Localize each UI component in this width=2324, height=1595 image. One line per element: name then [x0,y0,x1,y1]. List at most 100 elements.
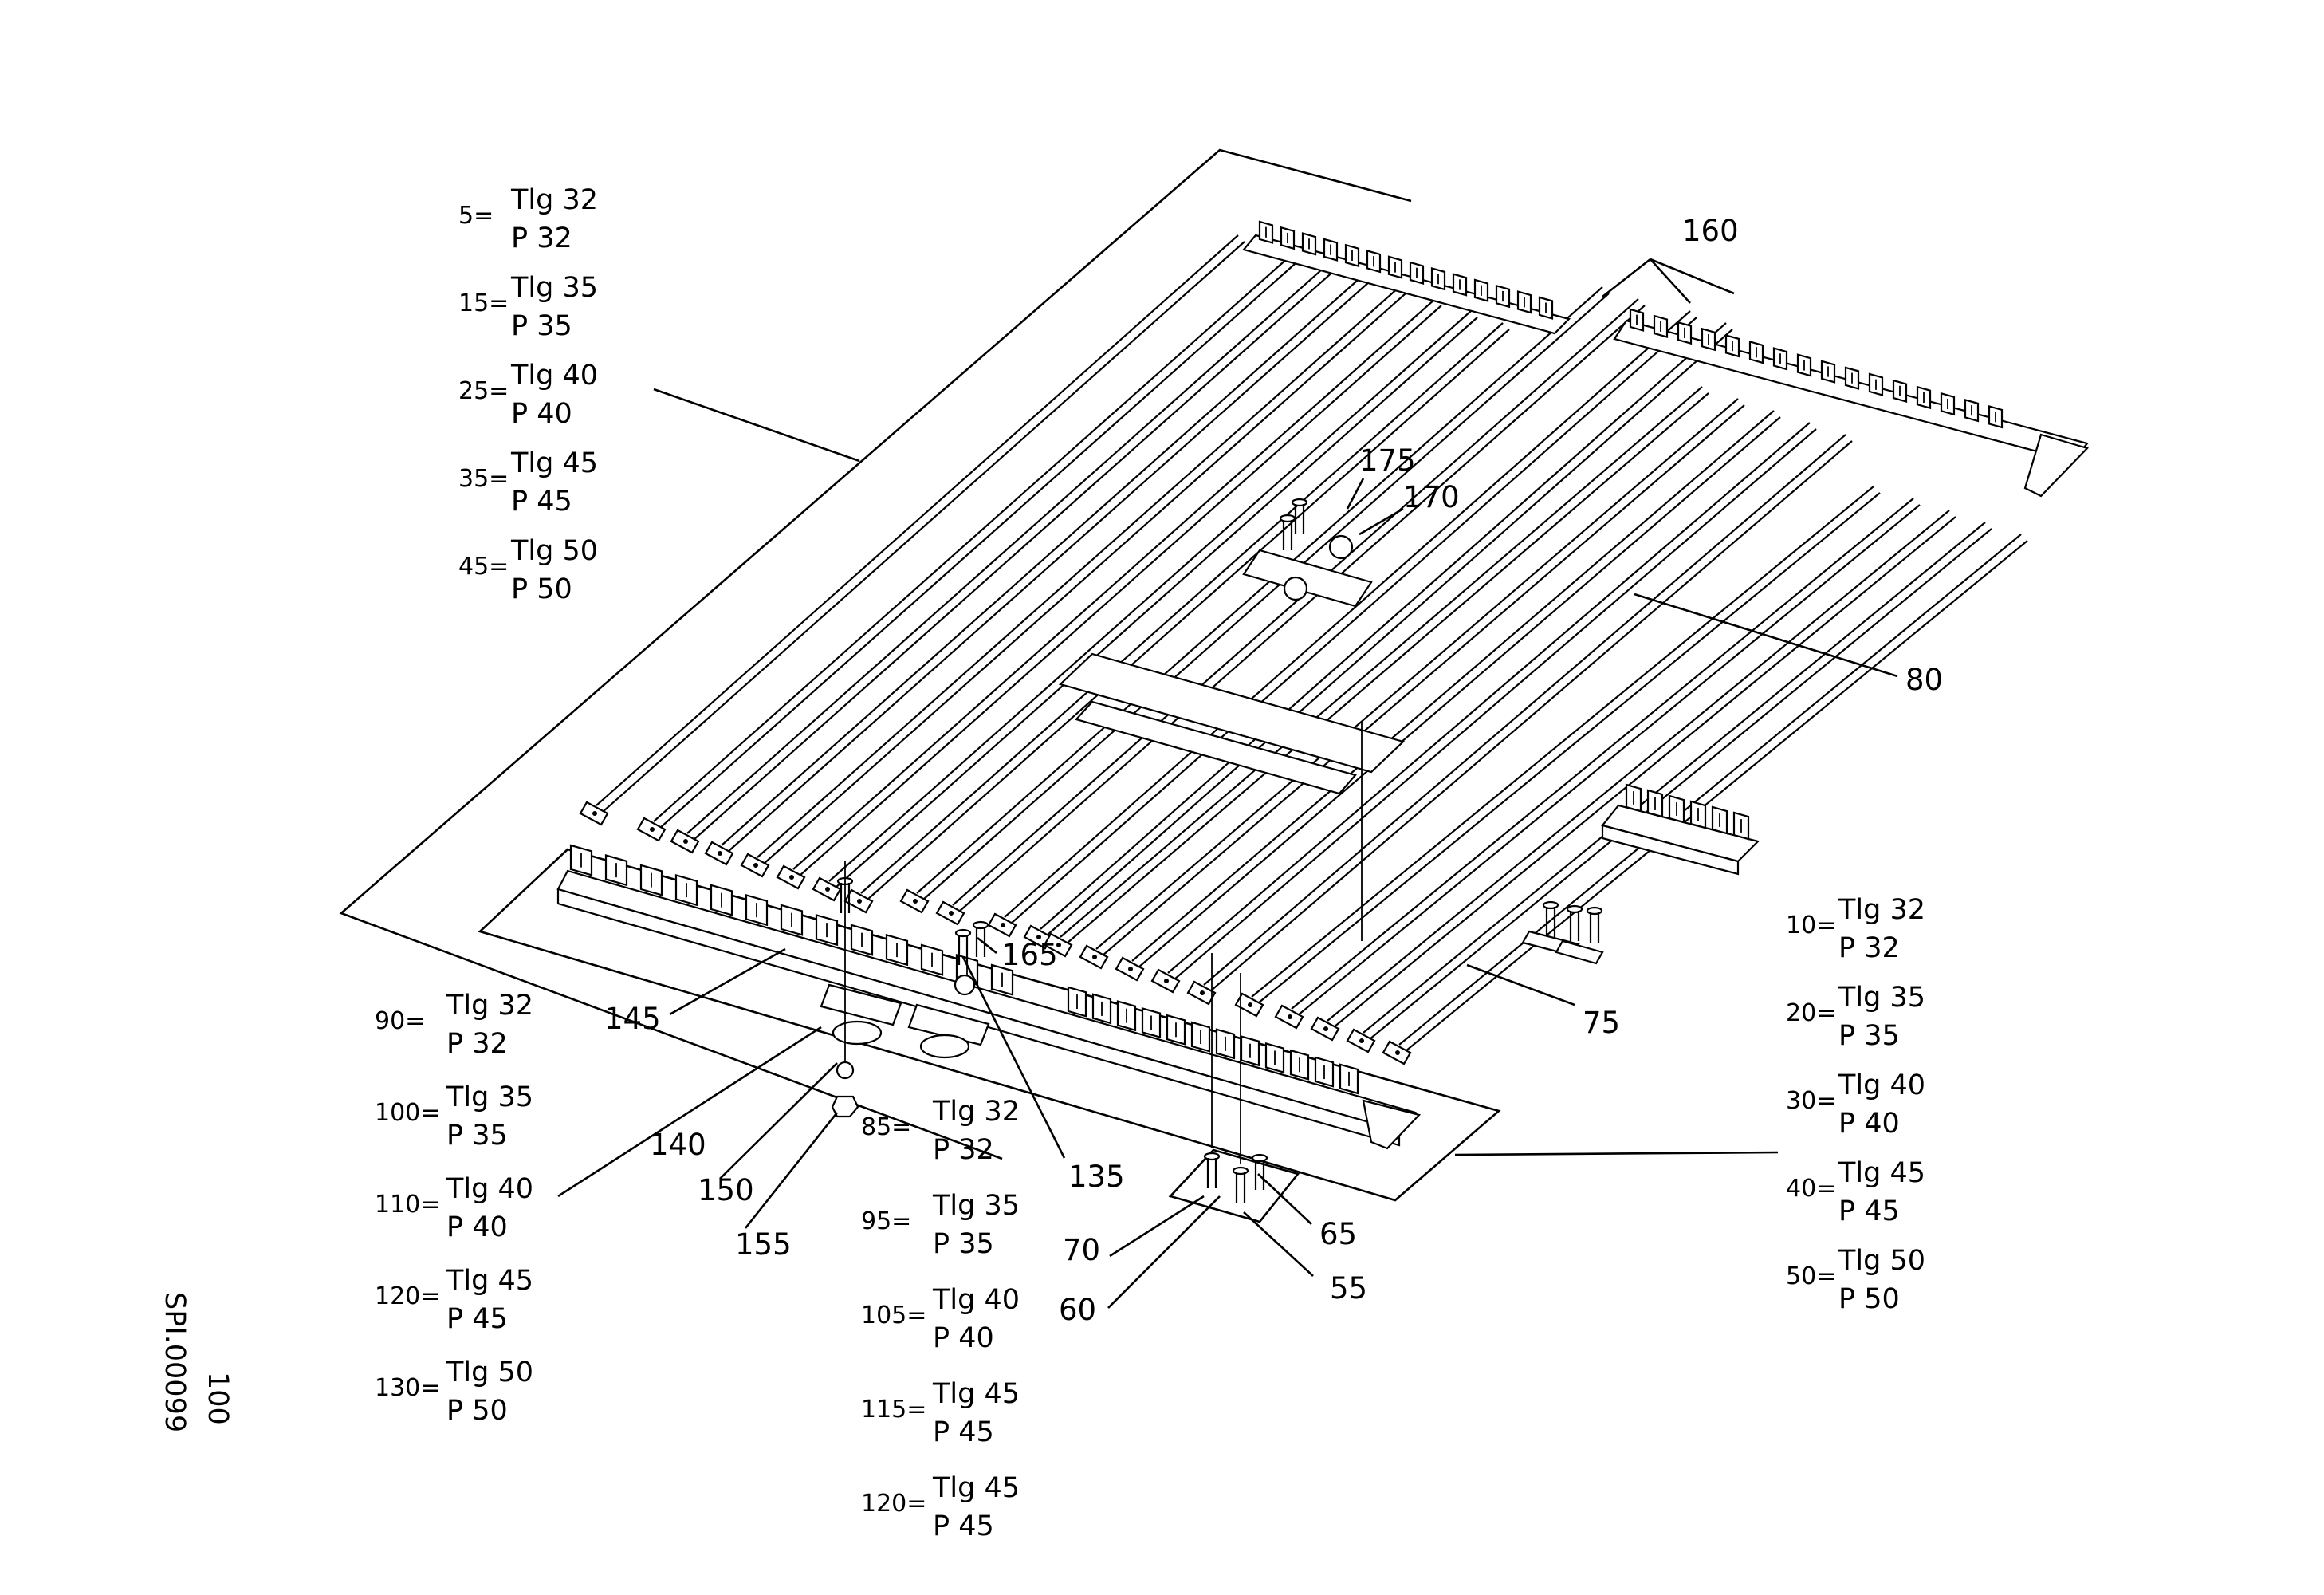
rod [1150,422,1817,994]
variant-tlg: Tlg 40 [446,1173,533,1205]
variant-p: P 45 [1838,1195,1900,1227]
rod [776,298,1442,890]
variant-tlg: Tlg 50 [510,535,598,567]
rod [579,234,1245,826]
variant-position: 5= [458,202,494,230]
variant-p: P 45 [933,1416,994,1448]
variant-tlg: Tlg 35 [1838,982,1925,1014]
variant-p: P 45 [933,1510,994,1542]
variant-p: P 40 [1838,1108,1900,1140]
variant-tlg: Tlg 35 [446,1081,533,1113]
variant-p: P 40 [511,398,572,430]
variant-position: 110= [375,1191,440,1219]
variant-tlg: Tlg 40 [1838,1069,1925,1101]
variant-p: P 50 [446,1395,508,1427]
screw-set [836,498,1603,1203]
callout-145: 145 [604,1002,661,1036]
variant-tlg: Tlg 35 [510,272,598,304]
variant-tlg: Tlg 45 [446,1265,533,1297]
callout-155: 155 [735,1227,792,1262]
variant-position: 45= [458,553,509,581]
rod [1186,434,1853,1006]
center-carrier-plate [1058,534,1406,795]
rod [704,274,1370,866]
rod [1115,410,1781,982]
rod [740,286,1406,878]
screw [1279,514,1296,550]
rod [1310,510,1956,1042]
variant-tlg: Tlg 45 [932,1472,1020,1504]
drawing-code-text: SPI.00099 [159,1292,191,1432]
variant-p: P 50 [511,573,572,605]
callout-80: 80 [1905,663,1943,697]
rod [670,262,1336,854]
variant-p: P 45 [446,1303,508,1335]
drawing-code: SPI.00099 100 [159,1292,234,1432]
screw [1291,498,1308,534]
variant-position: 120= [861,1490,926,1518]
hinge-joint-hardware [820,974,990,1118]
variant-tlg: Tlg 32 [932,1096,1020,1128]
leader-lines [557,258,1898,1309]
variant-p: P 35 [1838,1020,1900,1052]
variant-position: 100= [375,1099,440,1127]
variant-tlg: Tlg 50 [1838,1245,1925,1277]
variant-tlg: Tlg 45 [1838,1157,1925,1189]
variant-tlg: Tlg 32 [446,990,533,1022]
variant-tlg: Tlg 35 [932,1190,1020,1222]
side-comb-block [1601,783,1760,876]
screw [972,920,989,957]
clamp-set-right [1521,930,1604,965]
rod [1023,322,1733,950]
variant-p: P 32 [511,223,572,254]
variant-position: 15= [458,289,509,317]
screw [1566,904,1583,941]
rod [812,310,1478,902]
variant-position: 20= [1786,999,1836,1027]
variant-position: 35= [458,465,509,493]
variant-tlg: Tlg 32 [1838,894,1925,926]
upper-group-outline [339,148,1412,1160]
screw [836,876,854,913]
callout-55: 55 [1330,1271,1367,1306]
callout-150: 150 [698,1173,754,1207]
variant-position: 25= [458,377,509,405]
callout-165: 165 [1001,938,1058,972]
variant-p: P 50 [1838,1283,1900,1315]
variant-p: P 45 [511,486,572,518]
left-rod-bundle [579,234,1733,950]
variant-p: P 32 [446,1028,508,1060]
rod [1079,398,1745,970]
assembly-guide-lines [844,722,1363,1164]
lower-comb-rail [556,844,1422,1150]
rod [987,310,1697,938]
variant-tlg: Tlg 40 [932,1284,1020,1316]
lower-group-outline [478,848,1501,1202]
variant-tlg: Tlg 32 [510,184,598,216]
variant-tlg: Tlg 45 [932,1378,1020,1410]
variant-position: 120= [375,1282,440,1310]
rod [899,286,1610,914]
variant-p: P 40 [446,1211,508,1243]
callout-65: 65 [1319,1217,1357,1251]
variant-position: 50= [1786,1262,1836,1290]
variant-p: P 32 [933,1134,994,1166]
variant-p: P 35 [933,1228,994,1260]
variant-tlg: Tlg 45 [510,447,598,479]
rod [1346,522,1992,1053]
screw [954,928,972,965]
variant-position: 85= [861,1113,911,1141]
drawing-code-number: 100 [202,1372,234,1425]
rod [1043,386,1709,958]
variant-tlg: Tlg 40 [510,360,598,392]
variant-p: P 40 [933,1322,994,1354]
callout-70: 70 [1063,1233,1100,1267]
callout-160: 160 [1682,214,1739,248]
variant-position: 105= [861,1302,926,1329]
variant-position: 90= [375,1007,425,1035]
screw [1232,1166,1249,1203]
